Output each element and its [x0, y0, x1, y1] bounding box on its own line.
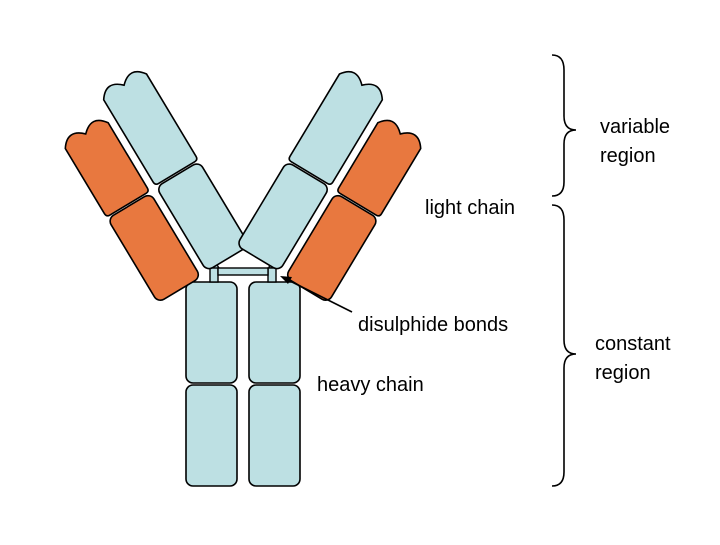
disulphide-pointer	[280, 276, 353, 313]
constant-region-label-line1: constant	[595, 333, 671, 355]
left-light-chain-variable-domain	[64, 119, 149, 217]
heavy-chain-right-upper-domain	[248, 281, 301, 384]
variable-region-label-line1: variable	[600, 116, 670, 138]
heavy-chain-right-lower-domain	[248, 384, 301, 487]
left-heavy-chain-variable-domain	[102, 70, 198, 186]
left-heavy-chain-constant-domain	[158, 163, 248, 270]
disulphide-bond-bar	[217, 267, 269, 276]
disulphide-pointer-line	[287, 279, 353, 313]
variable-region-label-line2: region	[600, 145, 656, 167]
left-hinge-post	[209, 267, 219, 283]
left-fab-arm	[64, 70, 248, 302]
heavy-chain-left-lower-domain	[185, 384, 238, 487]
right-hinge-post	[267, 267, 277, 283]
right-light-chain-variable-domain	[337, 119, 422, 217]
constant-region-brace	[551, 204, 577, 487]
disulphide-pointer-arrowhead	[280, 276, 292, 284]
right-heavy-chain-constant-domain	[238, 163, 328, 270]
heavy-chain-label: heavy chain	[317, 374, 424, 396]
right-fab-arm	[238, 70, 422, 302]
variable-region-brace	[551, 54, 577, 197]
heavy-chain-stem	[185, 281, 301, 487]
light-chain-label: light chain	[425, 197, 515, 219]
disulphide-bonds-label: disulphide bonds	[358, 314, 508, 336]
right-heavy-chain-variable-domain	[288, 70, 384, 186]
constant-region-label-line2: region	[595, 362, 651, 384]
left-light-chain-constant-domain	[109, 194, 200, 302]
heavy-chain-left-upper-domain	[185, 281, 238, 384]
